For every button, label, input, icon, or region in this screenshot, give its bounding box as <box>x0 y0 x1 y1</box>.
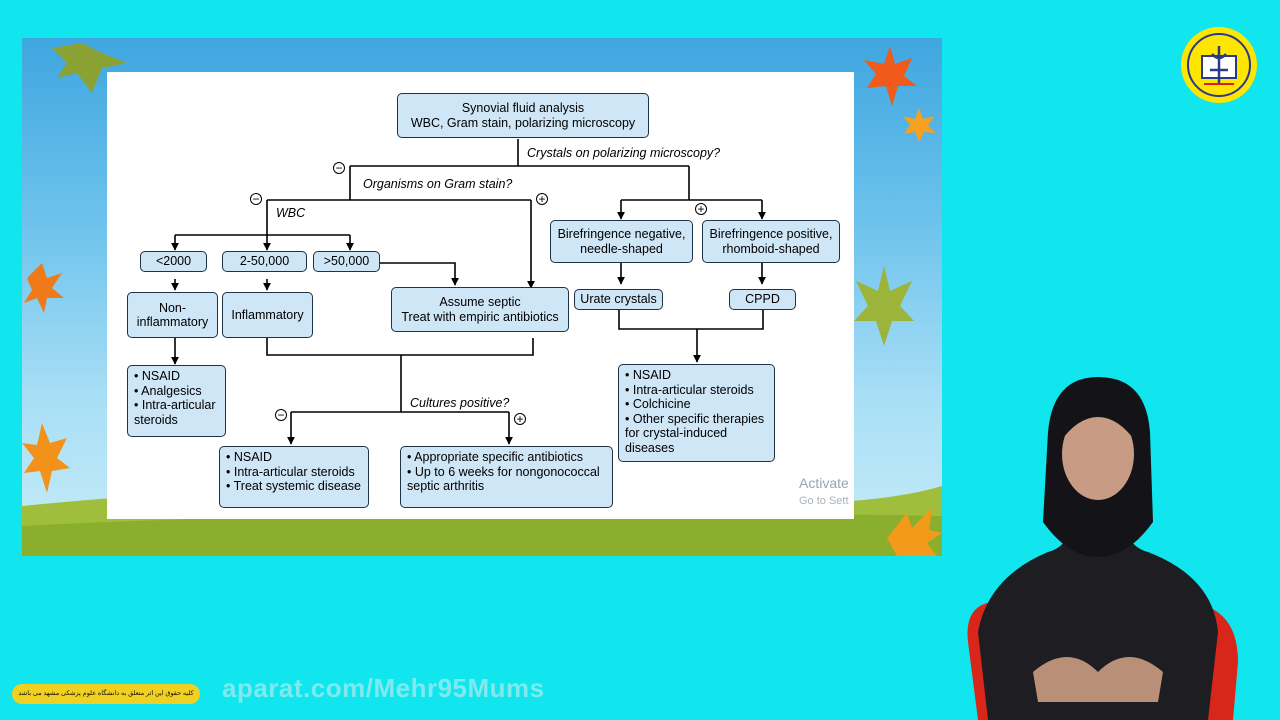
slide: Synovial fluid analysis WBC, Gram stain,… <box>22 38 942 556</box>
autumn-leaf-icon <box>864 46 917 106</box>
autumn-leaf-icon <box>22 423 70 493</box>
biref-negative-line-1: Birefringence negative, <box>557 227 686 241</box>
cultures-positive-sign: + <box>514 413 526 425</box>
non-inflammatory-line-1: Non- <box>158 300 187 315</box>
biref-negative-box: Birefringence negative, needle-shaped <box>550 220 693 263</box>
presenter-video-icon <box>967 377 1238 720</box>
tx-line: • NSAID <box>625 368 672 382</box>
wbc-low-box: <2000 <box>140 251 207 272</box>
culture-negative-treatment-box: • NSAID • Intra-articular steroids • Tre… <box>219 446 369 508</box>
cppd-box: CPPD <box>729 289 796 310</box>
septic-box: Assume septic Treat with empiric antibio… <box>391 287 569 332</box>
tx-line: septic arthritis <box>407 479 485 493</box>
crystals-negative-sign: − <box>333 162 345 174</box>
autumn-leaf-icon <box>52 43 127 93</box>
tx-line: diseases <box>625 440 675 455</box>
organisms-question: Organisms on Gram stain? <box>363 177 513 191</box>
septic-line-2: Treat with empiric antibiotics <box>401 309 559 324</box>
cultures-question: Cultures positive? <box>410 396 510 410</box>
non-inflammatory-line-2: inflammatory <box>136 315 209 329</box>
root-line-2: WBC, Gram stain, polarizing microscopy <box>410 115 636 130</box>
tx-line: for crystal-induced <box>625 426 728 440</box>
university-logo-icon <box>1181 27 1257 103</box>
watermark-text: aparat.com/Mehr95Mums <box>222 673 545 703</box>
biref-negative-line-2: needle-shaped <box>580 241 663 256</box>
autumn-leaf-icon <box>887 508 942 556</box>
non-inflammatory-box: Non- inflammatory <box>127 292 218 338</box>
windows-settings-text: Go to Sett <box>799 495 849 507</box>
tx-line: • Appropriate specific antibiotics <box>407 450 583 464</box>
windows-activate-text: Activate <box>799 475 849 491</box>
autumn-leaf-icon <box>854 266 914 346</box>
flowchart-connectors <box>171 139 766 445</box>
organisms-positive-sign: + <box>536 193 548 205</box>
tx-line: • Intra-articular steroids <box>625 382 754 397</box>
biref-positive-line-1: Birefringence positive, <box>709 227 833 241</box>
wbc-mid-box: 2-50,000 <box>222 251 307 272</box>
autumn-leaf-icon <box>24 263 64 313</box>
septic-line-1: Assume septic <box>439 295 521 309</box>
flowchart-panel: Synovial fluid analysis WBC, Gram stain,… <box>107 72 854 519</box>
culture-positive-treatment-box: • Appropriate specific antibiotics • Up … <box>400 446 613 508</box>
biref-positive-box: Birefringence positive, rhomboid-shaped <box>702 220 840 263</box>
inflammatory-box: Inflammatory <box>222 292 313 338</box>
tx-line: • Analgesics <box>134 383 202 398</box>
crystals-positive-sign: + <box>695 203 707 215</box>
tx-line: • Up to 6 weeks for nongonococcal <box>407 464 600 479</box>
tx-line: • Intra-articular <box>134 398 216 412</box>
tx-line: • Other specific therapies <box>625 411 765 426</box>
organisms-negative-sign: − <box>250 193 262 205</box>
wbc-question: WBC <box>276 206 306 220</box>
noninflammatory-treatment-box: • NSAID • Analgesics • Intra-articular s… <box>127 365 226 437</box>
crystals-question: Crystals on polarizing microscopy? <box>527 146 721 160</box>
urate-box: Urate crystals <box>574 289 663 310</box>
wbc-high-box: >50,000 <box>313 251 380 272</box>
tx-line: • Colchicine <box>625 397 691 411</box>
root-box: Synovial fluid analysis WBC, Gram stain,… <box>397 93 649 138</box>
biref-positive-line-2: rhomboid-shaped <box>722 241 820 256</box>
cultures-negative-sign: − <box>275 409 287 421</box>
tx-line: • NSAID <box>134 369 181 383</box>
copyright-strip: کلیه حقوق این اثر متعلق به دانشگاه علوم … <box>12 684 200 704</box>
tx-line: • Intra-articular steroids <box>226 464 355 479</box>
tx-line: • NSAID <box>226 450 273 464</box>
tx-line: • Treat systemic disease <box>226 479 361 493</box>
root-line-1: Synovial fluid analysis <box>461 101 585 115</box>
autumn-leaf-icon <box>903 108 936 142</box>
tx-line: steroids <box>134 412 178 427</box>
crystal-treatment-box: • NSAID • Intra-articular steroids • Col… <box>618 364 775 462</box>
